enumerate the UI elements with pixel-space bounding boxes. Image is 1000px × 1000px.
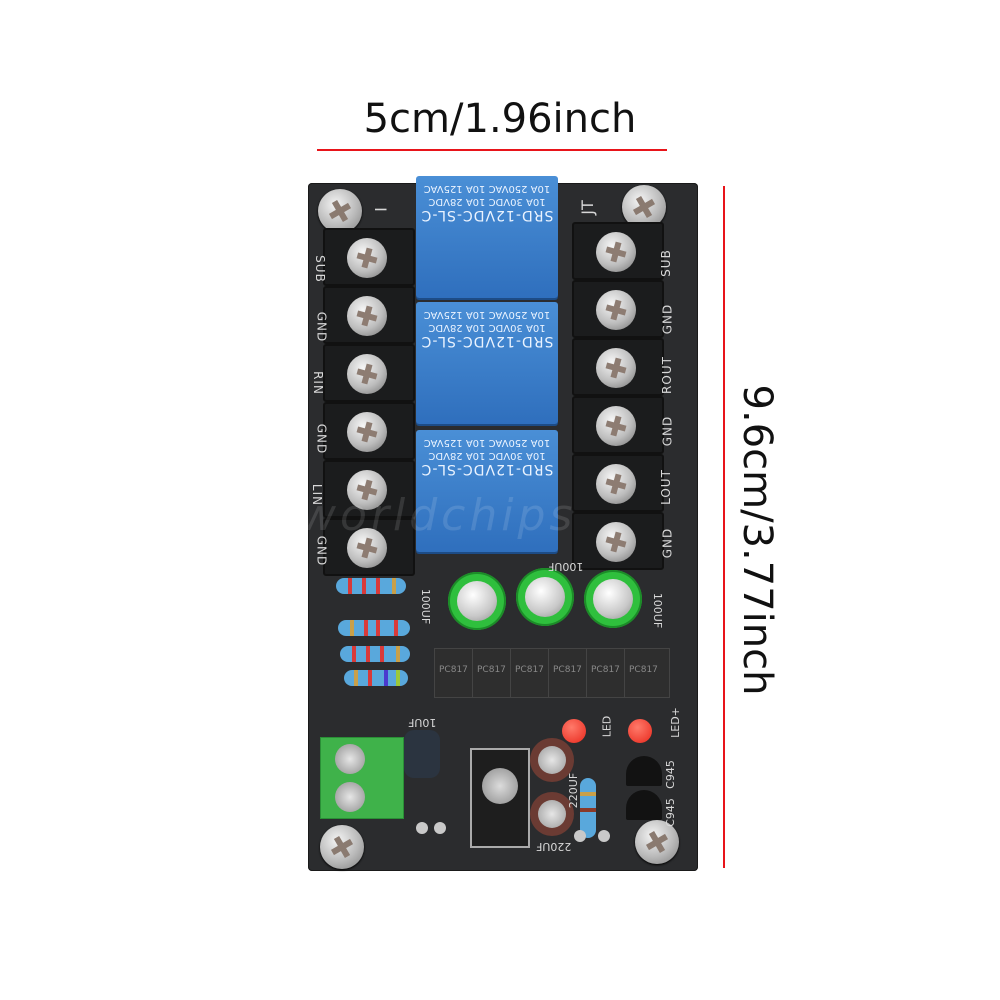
- capacitor-220uf: [530, 792, 574, 836]
- mounting-screw-bottom-right: [635, 820, 679, 864]
- led-indicator: [562, 719, 586, 743]
- right-pin-label: SUB: [658, 249, 673, 277]
- resistor: [580, 778, 596, 838]
- capacitor-label: 220UF: [567, 772, 581, 809]
- relay-rating: 10A 30VDC 10A 28VDC: [428, 322, 546, 333]
- relay-model: SRD-12VDC-SL-C: [420, 461, 554, 477]
- transistor-c945: [626, 756, 662, 786]
- height-dimension-line: [723, 186, 725, 868]
- relay-rating: 10A 250VAC 10A 125VAC: [423, 309, 551, 320]
- right-pin-label: ROUT: [659, 356, 674, 394]
- capacitor-label: 10UF: [408, 716, 437, 729]
- optocoupler-6: PC817: [624, 648, 670, 698]
- terminal-screw: [596, 348, 636, 388]
- terminal-screw: [347, 296, 387, 336]
- right-header-label: JT: [577, 200, 597, 215]
- resistor: [340, 646, 410, 662]
- terminal-screw: [596, 522, 636, 562]
- right-pin-label: GND: [660, 415, 675, 447]
- capacitor-100uf: [516, 568, 574, 626]
- relay-rating: 10A 250VAC 10A 125VAC: [423, 437, 551, 448]
- mounting-screw-top-left: [318, 189, 362, 233]
- terminal-screw: [335, 782, 365, 812]
- terminal-screw: [347, 470, 387, 510]
- resistor: [336, 578, 406, 594]
- resistor: [344, 670, 408, 686]
- relay-rating: 10A 30VDC 10A 28VDC: [428, 450, 546, 461]
- capacitor-label: 100UF: [651, 592, 665, 629]
- right-terminal-block: [572, 222, 664, 570]
- terminal-right-5[interactable]: [572, 454, 664, 512]
- terminal-screw: [596, 464, 636, 504]
- right-pin-label: GND: [660, 303, 675, 335]
- terminal-right-4[interactable]: [572, 396, 664, 454]
- terminal-screw: [347, 354, 387, 394]
- led-label: LED: [600, 715, 614, 738]
- transistor-label: C945: [663, 798, 677, 827]
- relay-2: SRD-12VDC-SL-C 10A 30VDC 10A 28VDC 10A 2…: [416, 302, 558, 424]
- led-indicator: [628, 719, 652, 743]
- solder-pad: [416, 822, 428, 834]
- terminal-left-2[interactable]: [323, 286, 415, 344]
- transistor-label: C945: [663, 760, 677, 789]
- capacitor-100uf: [584, 570, 642, 628]
- relay-rating: 10A 30VDC 10A 28VDC: [428, 196, 546, 207]
- relay-3: SRD-12VDC-SL-C 10A 30VDC 10A 28VDC 10A 2…: [416, 430, 558, 552]
- left-terminal-block: [323, 228, 415, 576]
- terminal-screw: [347, 238, 387, 278]
- terminal-left-1[interactable]: [323, 228, 415, 286]
- mounting-screw-bottom-left: [320, 825, 364, 869]
- left-pin-label: RIN: [310, 371, 325, 395]
- led-label: LED+: [668, 707, 682, 738]
- mounting-screw-top-right: [622, 185, 666, 229]
- left-pin-label: SUB: [312, 255, 327, 283]
- terminal-right-6[interactable]: [572, 512, 664, 570]
- solder-pad: [574, 830, 586, 842]
- relay-rating: 10A 250VAC 10A 125VAC: [423, 183, 551, 194]
- transistor-c945: [626, 790, 662, 820]
- width-dimension-label: 5cm/1.96inch: [363, 96, 637, 142]
- solder-pad: [434, 822, 446, 834]
- capacitor-100uf: [448, 572, 506, 630]
- terminal-screw: [335, 744, 365, 774]
- terminal-screw: [347, 412, 387, 452]
- terminal-left-4[interactable]: [323, 402, 415, 460]
- terminal-left-3[interactable]: [323, 344, 415, 402]
- relay-model: SRD-12VDC-SL-C: [420, 333, 554, 349]
- capacitor-220uf: [530, 738, 574, 782]
- left-header-label: I: [370, 207, 390, 212]
- terminal-screw: [596, 406, 636, 446]
- relay-1: SRD-12VDC-SL-C 10A 30VDC 10A 28VDC 10A 2…: [416, 176, 558, 298]
- power-terminal[interactable]: [320, 737, 404, 819]
- height-dimension-label: 9.6cm/3.77inch: [734, 384, 780, 696]
- capacitor-label: 100UF: [548, 560, 584, 573]
- terminal-screw: [596, 232, 636, 272]
- terminal-right-1[interactable]: [572, 222, 664, 280]
- terminal-screw: [347, 528, 387, 568]
- terminal-left-5[interactable]: [323, 460, 415, 518]
- terminal-right-3[interactable]: [572, 338, 664, 396]
- relay-model: SRD-12VDC-SL-C: [420, 207, 554, 223]
- width-dimension-line: [317, 149, 667, 151]
- watermark: worldchips: [300, 490, 577, 541]
- left-pin-label: GND: [314, 311, 329, 343]
- capacitor-10uf: [404, 730, 440, 778]
- capacitor-label: 100UF: [419, 588, 433, 625]
- capacitor-label: 220UF: [536, 840, 572, 853]
- left-pin-label: GND: [314, 423, 329, 455]
- right-pin-label: LOUT: [658, 469, 673, 505]
- resistor: [338, 620, 410, 636]
- right-pin-label: GND: [660, 527, 675, 559]
- terminal-screw: [596, 290, 636, 330]
- solder-pad: [598, 830, 610, 842]
- voltage-regulator: [470, 748, 530, 848]
- terminal-right-2[interactable]: [572, 280, 664, 338]
- terminal-left-6[interactable]: [323, 518, 415, 576]
